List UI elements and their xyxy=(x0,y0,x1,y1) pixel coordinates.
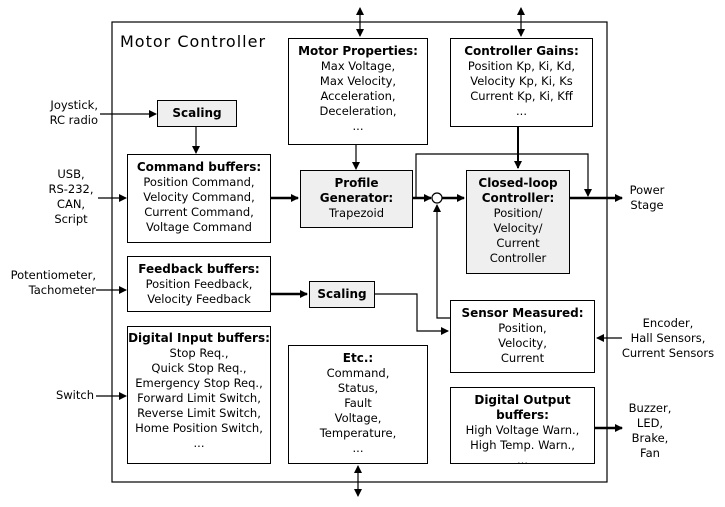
etc-title: Etc.: xyxy=(342,351,374,365)
scaling-top-label: Scaling xyxy=(172,106,222,120)
closed-loop-line: Current xyxy=(496,236,540,250)
etc-line: Command, xyxy=(326,366,390,380)
encoder-label-line: Current Sensors xyxy=(621,346,715,360)
buzzer-label-line: LED, xyxy=(636,416,664,430)
scaling-mid-box: Scaling xyxy=(309,281,375,308)
closed-loop-title: Controller: xyxy=(481,191,555,205)
etc-line: ... xyxy=(352,441,364,455)
digital-input-buffers-box: Digital Input buffers: Stop Req., Quick … xyxy=(127,326,271,464)
sensor-measured-line: Current xyxy=(500,351,545,365)
controller-gains-box: Controller Gains: Position Kp, Ki, Kd, V… xyxy=(450,38,593,127)
closed-loop-title: Closed-loop xyxy=(478,176,558,190)
joystick-label: Joystick, RC radio xyxy=(38,98,98,128)
encoder-label-line: Hall Sensors, xyxy=(630,331,706,345)
switch-label-line: Switch xyxy=(55,388,94,402)
etc-line: Status, xyxy=(337,381,379,395)
digital-output-title: Digital Output buffers: xyxy=(474,393,571,422)
digital-input-line: Forward Limit Switch, xyxy=(137,391,261,405)
switch-label: Switch xyxy=(50,388,94,403)
comms-label-line: RS-232, xyxy=(48,182,94,196)
comms-label-line: USB, xyxy=(57,167,85,181)
digital-input-line: ... xyxy=(193,436,205,450)
digital-input-title: Digital Input buffers: xyxy=(128,331,270,345)
digital-input-line: Stop Req., xyxy=(169,346,229,360)
command-buffers-title: Command buffers: xyxy=(136,160,262,174)
encoder-label: Encoder, Hall Sensors, Current Sensors xyxy=(618,316,718,361)
joystick-label-line: RC radio xyxy=(49,113,98,127)
controller-gains-line: Position Kp, Ki, Kd, xyxy=(467,59,576,73)
motor-controller-title: Motor Controller xyxy=(120,32,267,51)
output-feedback-line xyxy=(415,153,592,198)
potentiometer-label-line: Tachometer xyxy=(28,283,96,297)
buzzer-label-line: Brake, xyxy=(631,431,669,445)
digital-output-line: High Voltage Warn., xyxy=(465,423,580,437)
profile-generator-title: Profile xyxy=(334,176,379,190)
encoder-label-line: Encoder, xyxy=(642,316,694,330)
digital-input-line: Reverse Limit Switch, xyxy=(137,406,261,420)
etc-line: Voltage, xyxy=(334,411,382,425)
motor-properties-line: Deceleration, xyxy=(319,104,397,118)
power-stage-label: Power Stage xyxy=(624,183,670,213)
buzzer-label-line: Fan xyxy=(640,446,660,460)
motor-properties-line: Max Voltage, xyxy=(320,59,396,73)
scaling-to-sensor-arrow xyxy=(375,293,449,335)
closed-loop-line: Controller xyxy=(489,251,547,265)
joystick-label-line: Joystick, xyxy=(50,98,98,112)
scaling-mid-label: Scaling xyxy=(317,287,367,301)
sensor-measured-line: Velocity, xyxy=(498,336,547,350)
power-stage-label-line: Stage xyxy=(630,198,664,212)
comms-label: USB, RS-232, CAN, Script xyxy=(48,167,94,227)
controller-gains-title: Controller Gains: xyxy=(464,44,579,58)
summing-junction xyxy=(431,192,443,204)
etc-line: Temperature, xyxy=(319,426,397,440)
buzzer-label: Buzzer, LED, Brake, Fan xyxy=(624,401,676,461)
buzzer-label-line: Buzzer, xyxy=(628,401,672,415)
motor-properties-line: Acceleration, xyxy=(320,89,396,103)
digital-input-line: Quick Stop Req., xyxy=(151,361,247,375)
command-buffers-box: Command buffers: Position Command, Veloc… xyxy=(127,154,271,243)
closed-loop-line: Position/ xyxy=(493,206,543,220)
etc-box: Etc.: Command, Status, Fault Voltage, Te… xyxy=(288,345,428,464)
sensor-measured-title: Sensor Measured: xyxy=(461,306,584,320)
command-buffers-line: Current Command, xyxy=(144,205,254,219)
motor-properties-title: Motor Properties: xyxy=(298,44,418,58)
controller-gains-line: Current Kp, Ki, Kff xyxy=(470,89,573,103)
digital-input-line: Emergency Stop Req., xyxy=(135,376,263,390)
digital-output-line: High Temp. Warn., xyxy=(470,438,575,452)
sensor-measured-box: Sensor Measured: Position, Velocity, Cur… xyxy=(450,300,595,373)
motor-properties-box: Motor Properties: Max Voltage, Max Veloc… xyxy=(288,38,428,145)
feedback-buffers-box: Feedback buffers: Position Feedback, Vel… xyxy=(127,256,271,312)
sensor-measured-line: Position, xyxy=(498,321,547,335)
etc-line: Fault xyxy=(344,396,372,410)
digital-input-line: Home Position Switch, xyxy=(135,421,263,435)
power-stage-label-line: Power xyxy=(629,183,665,197)
scaling-top-box: Scaling xyxy=(157,100,237,127)
command-buffers-line: Voltage Command xyxy=(146,220,252,234)
digital-output-buffers-box: Digital Output buffers: High Voltage War… xyxy=(450,387,595,467)
command-buffers-line: Position Command, xyxy=(143,175,255,189)
profile-generator-box: Profile Generator: Trapezoid xyxy=(300,170,413,228)
motor-properties-line: ... xyxy=(352,119,364,133)
feedback-buffers-line: Velocity Feedback xyxy=(147,292,251,306)
closed-loop-controller-box: Closed-loop Controller: Position/ Veloci… xyxy=(466,170,570,274)
motor-properties-line: Max Velocity, xyxy=(319,74,397,88)
sensor-to-sum-arrow xyxy=(433,204,450,319)
profile-generator-title: Generator: xyxy=(319,191,394,205)
closed-loop-line: Velocity/ xyxy=(493,221,543,235)
comms-label-line: Script xyxy=(54,212,88,226)
command-buffers-line: Velocity Command, xyxy=(143,190,255,204)
feedback-buffers-line: Position Feedback, xyxy=(145,277,253,291)
profile-generator-line: Trapezoid xyxy=(328,206,385,220)
potentiometer-label: Potentiometer, Tachometer xyxy=(6,268,96,298)
digital-output-line: ... xyxy=(517,453,528,467)
controller-gains-line: Velocity Kp, Ki, Ks xyxy=(470,74,573,88)
feedback-buffers-title: Feedback buffers: xyxy=(138,262,260,276)
potentiometer-label-line: Potentiometer, xyxy=(10,268,96,282)
comms-label-line: CAN, xyxy=(56,197,86,211)
controller-gains-line: ... xyxy=(516,104,527,118)
